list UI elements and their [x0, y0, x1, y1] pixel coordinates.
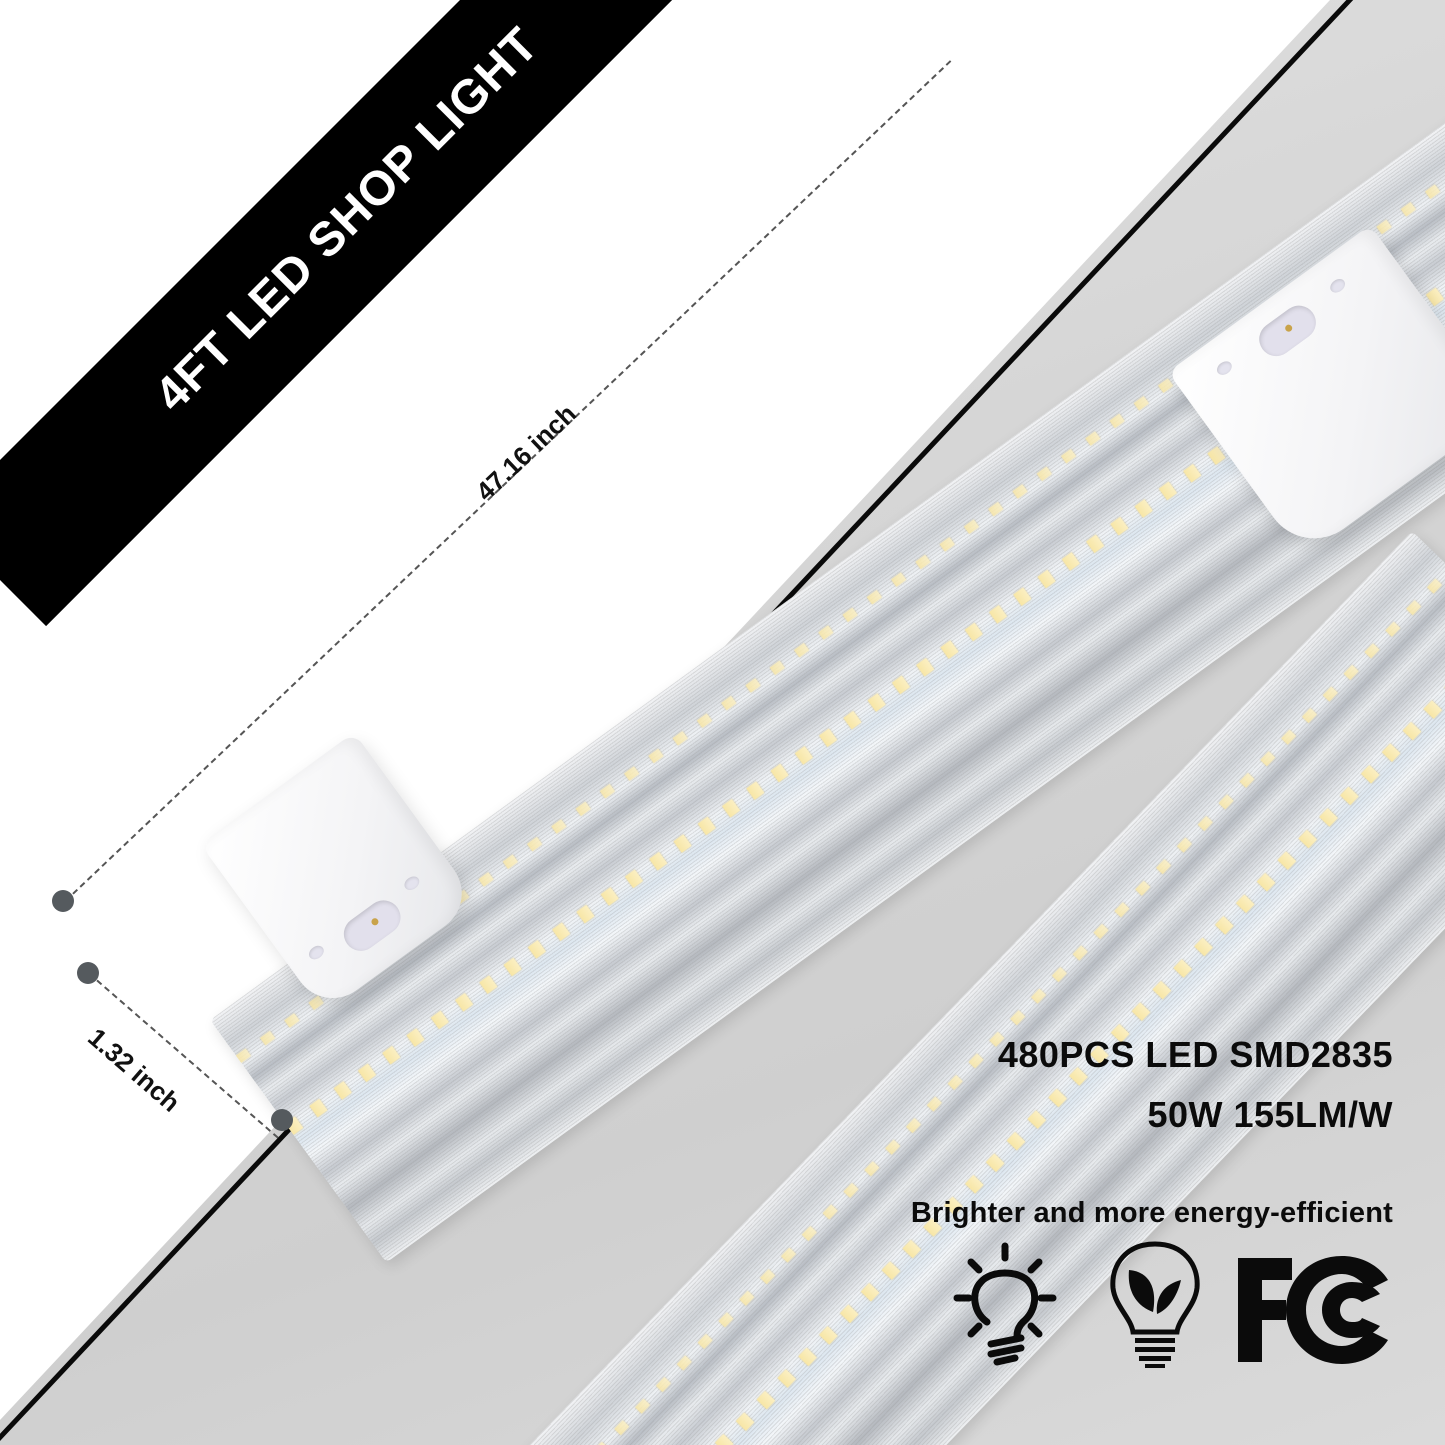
- led-count-spec: 480PCS LED SMD2835: [997, 1034, 1393, 1075]
- endcap-screw-hole: [1214, 358, 1235, 378]
- width-dimension-endpoint: [271, 1109, 293, 1131]
- power-efficiency-spec: 50W 155LM/W: [1147, 1094, 1393, 1135]
- feature-icons: [945, 1240, 1405, 1370]
- bright-bulb-icon: [953, 1242, 1057, 1366]
- title-banner: 4FT LED SHOP LIGHT: [0, 0, 754, 627]
- endcap-socket: [337, 893, 408, 958]
- length-dimension-endpoint: [52, 890, 74, 912]
- tagline: Brighter and more energy-efficient: [910, 1197, 1393, 1229]
- endcap-screw-hole: [401, 873, 422, 893]
- width-dimension-label: 1.32 inch: [82, 1022, 186, 1118]
- endcap-screw-hole: [1327, 276, 1348, 296]
- eco-leaf-bulb-icon: [1110, 1241, 1200, 1368]
- width-dimension-endpoint: [77, 962, 99, 984]
- endcap-screw-hole: [306, 943, 327, 963]
- length-dimension-label: 47.16 inch: [470, 398, 582, 507]
- banner-title: 4FT LED SHOP LIGHT: [144, 17, 549, 422]
- fcc-logo-icon: [1238, 1256, 1388, 1364]
